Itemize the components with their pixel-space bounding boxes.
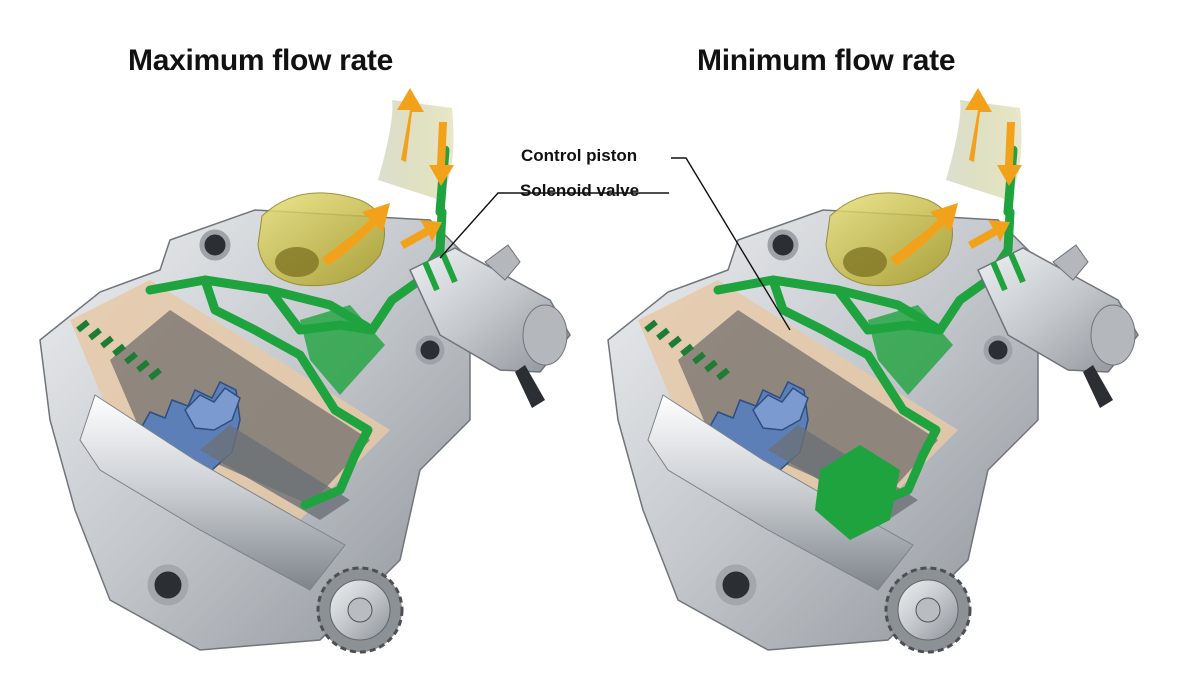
title-maximum-flow-rate: Maximum flow rate [128,44,393,77]
label-solenoid-valve: Solenoid valve [520,181,640,200]
leader-control-piston [671,157,791,331]
pump-right-illustration [608,88,1138,652]
label-control-piston: Control piston [521,146,638,165]
title-minimum-flow-rate: Minimum flow rate [697,44,956,77]
control-piston-shifted [815,445,900,540]
leader-solenoid-valve [439,192,669,259]
pump-left-illustration [40,88,570,652]
